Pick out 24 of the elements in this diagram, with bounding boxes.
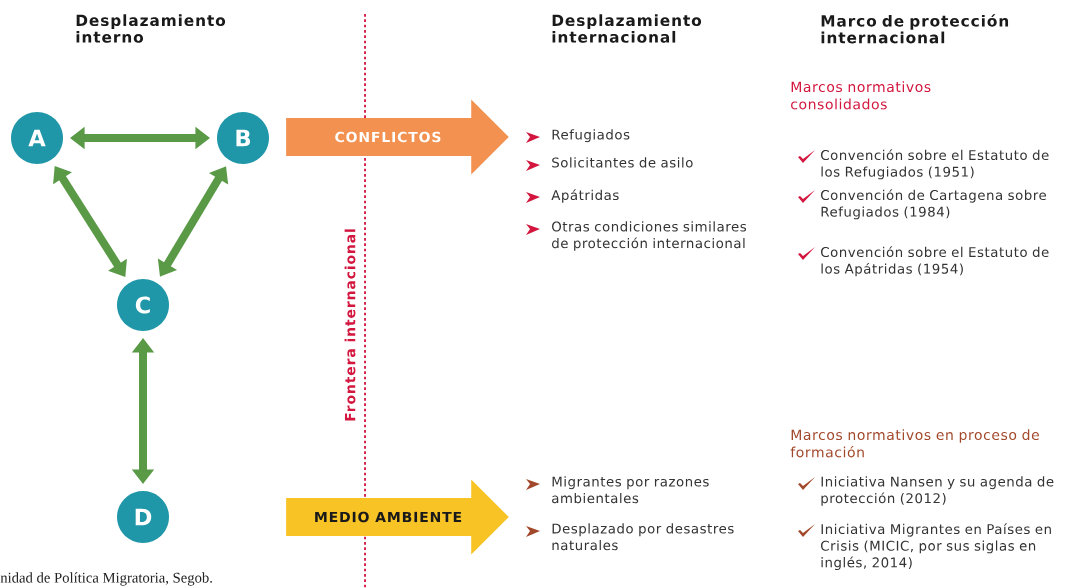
list-item: Otras condiciones similares de protección internacional: [552, 221, 747, 251]
circle-node: B: [217, 112, 269, 164]
column-heading: Marco de protección internacional: [821, 14, 1009, 44]
list-item: Iniciativa Nansen y su agenda de protección (2012): [821, 476, 1054, 506]
source-note: nidad de Política Migratoria, Segob.: [0, 572, 212, 586]
circle-node: A: [11, 112, 63, 164]
list-item: Convención sobre el Estatuto de los Refugiados (1951): [821, 149, 1049, 180]
arrow-banner: CONFLICTOS: [286, 99, 509, 175]
list-item: Iniciativa Migrantes en Países en Crisis (MICIC, por sus siglas en inglés, 2014): [821, 523, 1051, 571]
circle-node: C: [117, 279, 169, 331]
section-heading: Marcos normativos en proceso de formación: [790, 429, 1039, 458]
column-heading: Desplazamiento interno: [76, 14, 226, 43]
section-heading: Marcos normativos consolidados: [791, 81, 931, 110]
list-item: Convención de Cartagena sobre Refugiados (1984): [821, 189, 1047, 220]
arrow-banner: MEDIO AMBIENTE: [286, 479, 509, 555]
circle-node: D: [117, 491, 169, 543]
list-item: Refugiados: [552, 129, 630, 143]
list-item: Convención sobre el Estatuto de los Apátridas (1954): [821, 246, 1049, 277]
list-item: Desplazado por desastres naturales: [552, 523, 734, 551]
list-item: Migrantes por razones ambientales: [552, 476, 709, 504]
border-label: Frontera internacional: [344, 229, 356, 421]
column-heading: Desplazamiento internacional: [552, 14, 702, 43]
list-item: Solicitantes de asilo: [552, 157, 693, 168]
list-item: Apátridas: [551, 189, 619, 203]
